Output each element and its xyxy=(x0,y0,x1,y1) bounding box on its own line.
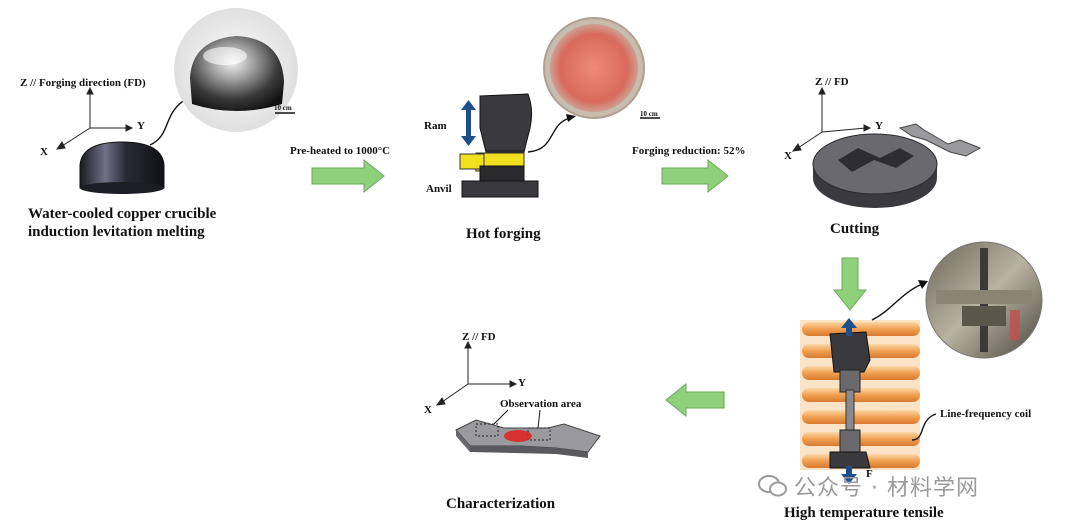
axes-cutting xyxy=(791,86,872,152)
cut-disc xyxy=(812,133,938,208)
axes-melting xyxy=(55,86,134,150)
photo-ingot xyxy=(174,8,298,132)
label-force: F xyxy=(866,468,873,480)
scale-bar-melting: 10 cm xyxy=(274,104,292,112)
caption-characterization: Characterization xyxy=(446,496,556,512)
axis-x-label-melting: X xyxy=(40,146,48,158)
photo-test-rig xyxy=(925,241,1043,359)
forging-press xyxy=(459,93,539,198)
photo-forged-disc xyxy=(543,17,660,119)
watermark: 公众号 · 材料学网 xyxy=(758,470,979,502)
label-anvil: Anvil xyxy=(426,183,452,195)
callout-melting xyxy=(149,97,189,146)
arrow-left xyxy=(665,382,725,418)
callout-coil xyxy=(911,413,937,441)
axis-z-label-characterization: Z // FD xyxy=(462,331,496,343)
caption-tensile: High temperature tensile xyxy=(784,505,944,521)
scale-bar-forging: 10 cm xyxy=(640,110,658,118)
arrow-preheat xyxy=(311,158,385,194)
ram-direction-arrow xyxy=(461,100,476,146)
arrow-reduction xyxy=(661,158,729,194)
label-coil: Line-frequency coil xyxy=(940,408,1032,420)
ingot-button xyxy=(79,141,165,194)
axis-y-label-melting: Y xyxy=(137,120,145,132)
axis-x-label-cutting: X xyxy=(784,150,792,162)
force-arrows xyxy=(841,318,857,484)
label-preheat: Pre-heated to 1000°C xyxy=(290,145,391,157)
coil-assembly xyxy=(800,320,920,470)
axis-y-label-cutting: Y xyxy=(875,120,883,132)
caption-melting: Water-cooled copper crucible induction l… xyxy=(28,206,217,240)
caption-forging: Hot forging xyxy=(466,226,541,242)
watermark-text: 公众号 · 材料学网 xyxy=(794,476,979,501)
axes-characterization xyxy=(435,340,518,406)
axis-y-label-characterization: Y xyxy=(518,377,526,389)
axis-x-label-characterization: X xyxy=(424,404,432,416)
callout-rig xyxy=(871,283,923,321)
caption-cutting: Cutting xyxy=(830,221,880,237)
axis-z-label-cutting: Z // FD xyxy=(815,76,849,88)
arrow-down xyxy=(832,257,868,311)
label-ram: Ram xyxy=(424,120,447,132)
sample-characterization xyxy=(455,409,601,458)
callout-forging xyxy=(527,117,571,153)
tensile-specimen xyxy=(898,123,982,157)
label-reduction: Forging reduction: 52% xyxy=(632,145,746,157)
wechat-icon xyxy=(758,474,788,498)
label-observation-area: Observation area xyxy=(500,398,582,410)
axis-z-label-melting: Z // Forging direction (FD) xyxy=(20,77,146,89)
